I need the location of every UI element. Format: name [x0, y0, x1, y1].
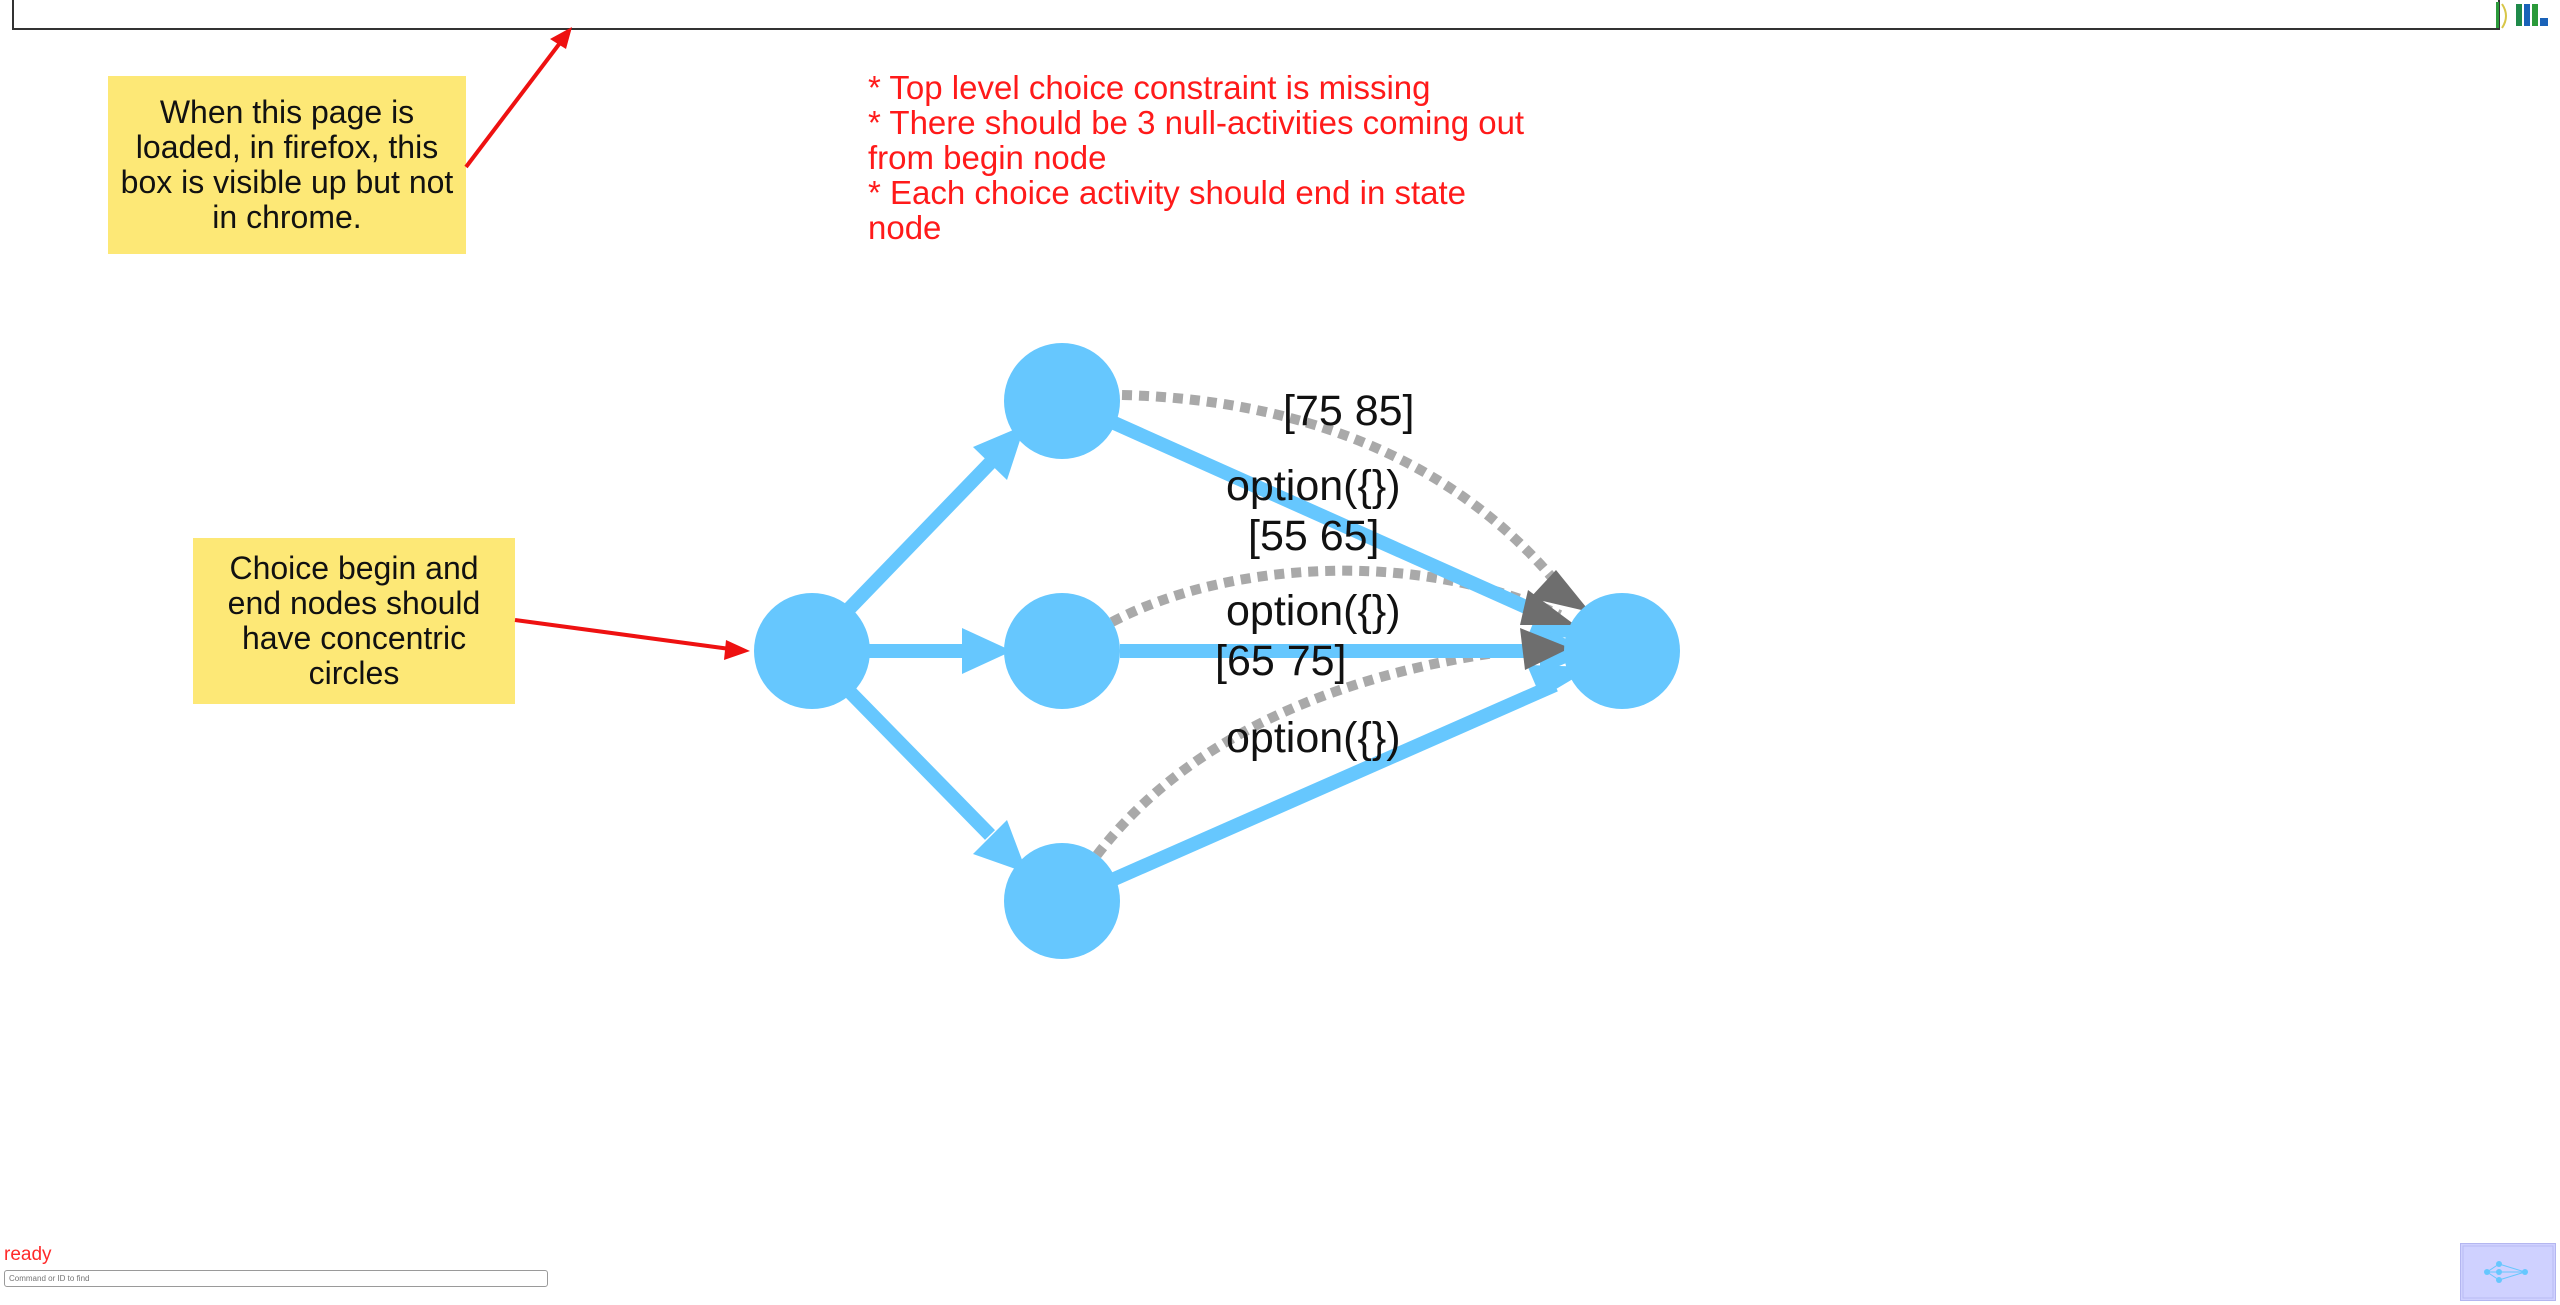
activity-node-middle[interactable]: [1004, 593, 1120, 709]
activity-edge[interactable]: [842, 685, 996, 840]
constraint-edge-top[interactable]: [1121, 390, 1574, 604]
issue-item: * Top level choice constraint is missing: [868, 69, 1431, 106]
activity-edge[interactable]: [1109, 678, 1558, 887]
constraint-arrowhead-icon: [1520, 590, 1575, 625]
issue-item: * There should be 3 null-activities comi…: [868, 104, 1525, 176]
edge-label-option: option({}): [1226, 714, 1401, 762]
sticky-note-text: When this page is loaded, in firefox, th…: [120, 94, 454, 235]
issue-list: * Top level choice constraint is missing…: [868, 70, 1528, 245]
annotation-pointer-arrowhead: [724, 640, 750, 660]
top-toolbar-frame: [12, 0, 2500, 30]
minimap-panel[interactable]: [2460, 1243, 2556, 1301]
sticky-note-text: Choice begin and end nodes should have c…: [227, 550, 481, 691]
edge-label-option: option({}): [1226, 462, 1401, 510]
annotation-pointer-arrow: [514, 618, 731, 651]
edge-label-option: option({}): [1226, 587, 1401, 635]
activity-edge[interactable]: [1109, 415, 1558, 627]
annotation-pointer-arrowhead: [550, 27, 572, 49]
arrowhead-icon: [973, 425, 1025, 480]
arrowhead-icon: [962, 628, 1012, 674]
edge-label-range: [65 75]: [1215, 637, 1347, 685]
status-text: ready: [4, 1244, 52, 1265]
choice-end-node[interactable]: [1564, 593, 1680, 709]
app-logo-icon: [2496, 2, 2548, 29]
activity-node-top[interactable]: [1004, 343, 1120, 459]
sticky-note-concentric-circles: Choice begin and end nodes should have c…: [193, 538, 515, 704]
constraint-arrowhead-icon: [1520, 628, 1570, 670]
sticky-note-firefox-visibility: When this page is loaded, in firefox, th…: [108, 76, 466, 254]
arrowhead-icon: [973, 820, 1027, 873]
edge-label-range: [55 65]: [1248, 512, 1380, 560]
choice-begin-node[interactable]: [754, 593, 870, 709]
activity-edge[interactable]: [842, 458, 996, 615]
constraint-arrowhead-icon: [1530, 570, 1590, 612]
activity-node-bottom[interactable]: [1004, 843, 1120, 959]
annotation-pointer-arrow: [464, 33, 568, 169]
command-input[interactable]: [4, 1270, 548, 1287]
edge-label-range: [75 85]: [1283, 387, 1415, 435]
issue-item: * Each choice activity should end in sta…: [868, 174, 1467, 246]
minimap-graph-icon: [2462, 1245, 2554, 1299]
